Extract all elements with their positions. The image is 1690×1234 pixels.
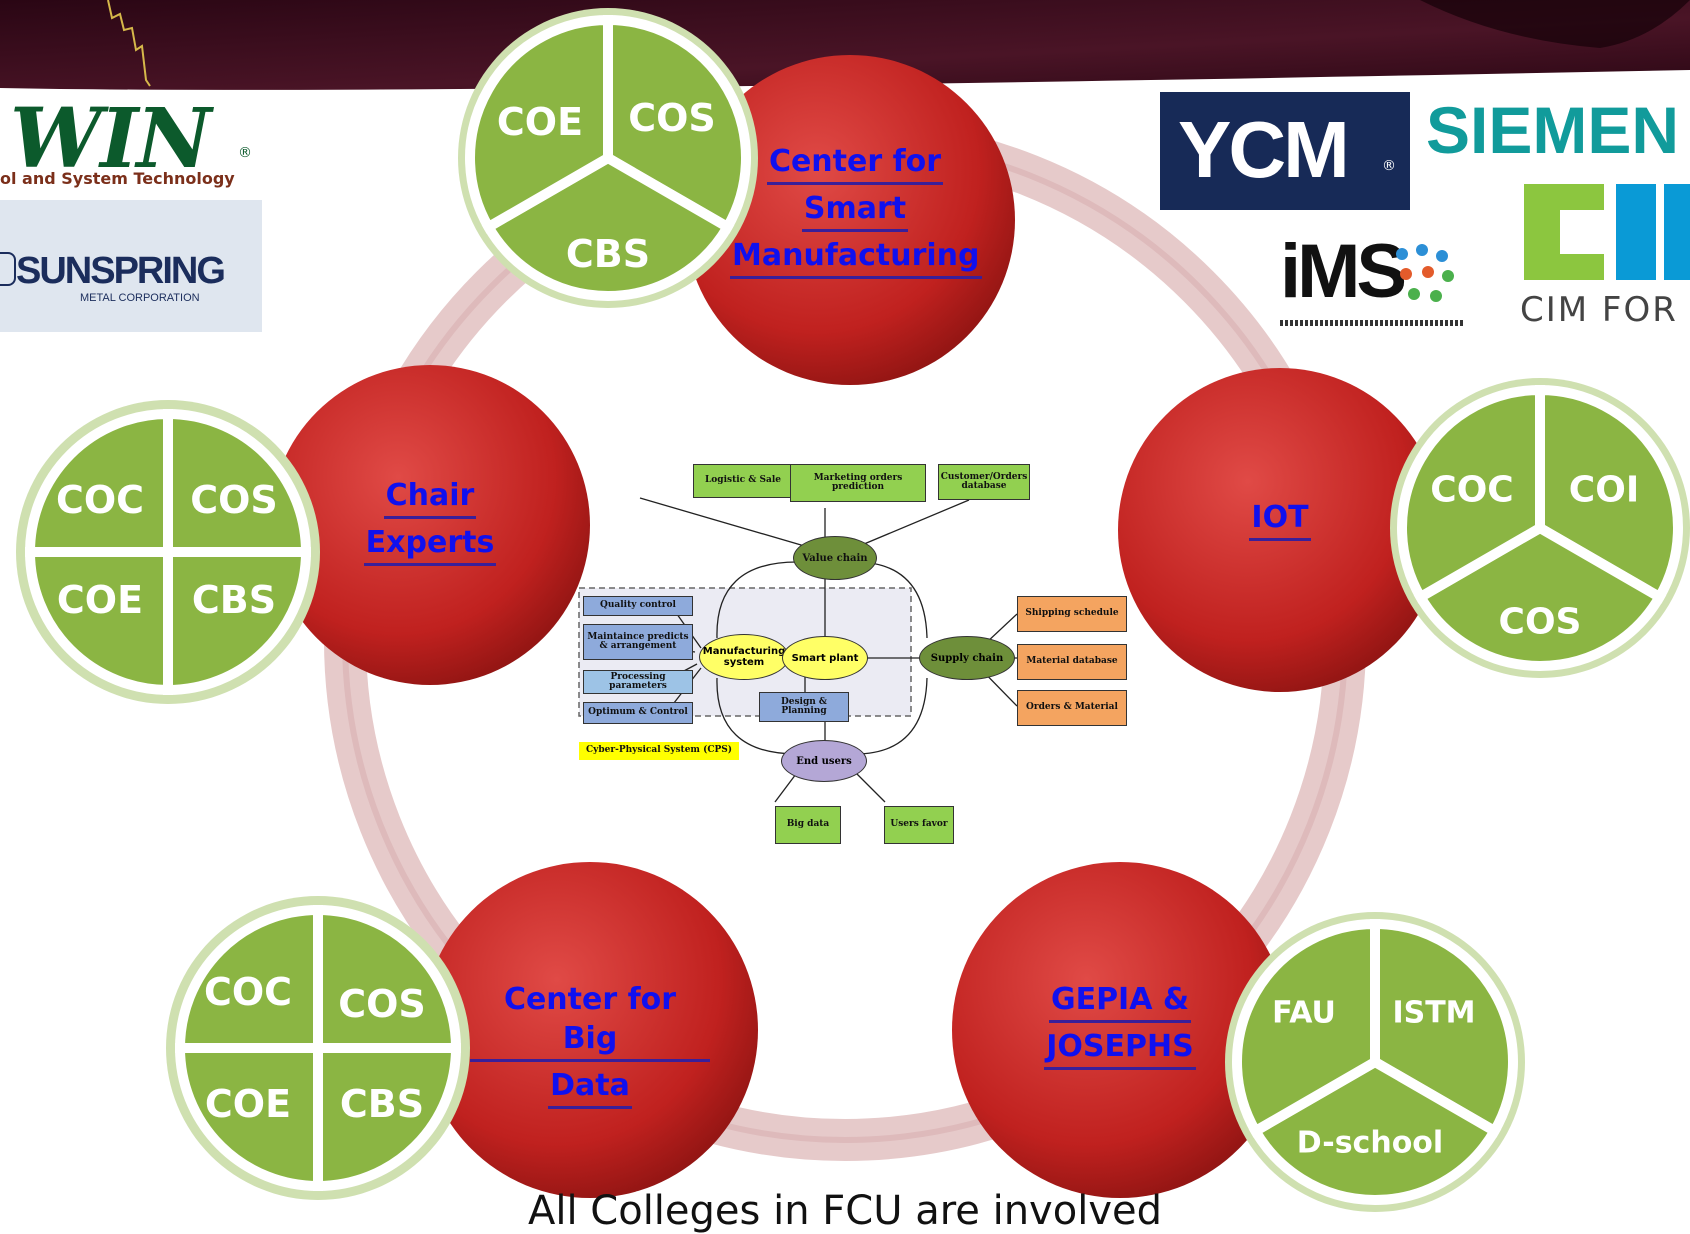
hub-label-gepia[interactable]: GEPIA &JOSEPHS — [1030, 978, 1210, 1072]
bigdata-seg-3: COE — [204, 1082, 292, 1126]
users-favor-box: Users favor — [884, 806, 954, 844]
end-users-oval: End users — [781, 740, 867, 782]
left-box-4: Optimum & Control — [583, 702, 693, 724]
chair-seg-1: COC — [55, 478, 145, 522]
siemens-logo: SIEMEN — [1426, 93, 1680, 167]
iot-seg-2: COI — [1568, 469, 1640, 511]
right-box-1: Shipping schedule — [1017, 596, 1127, 632]
caption: All Colleges in FCU are involved — [527, 1188, 1162, 1234]
cim-logo: CIM FOR — [1520, 180, 1690, 340]
logistic-box: Logistic & Sale — [693, 464, 793, 498]
smart-seg-2: COS — [628, 96, 716, 140]
value-chain-oval: Value chain — [793, 536, 877, 580]
cluster-gepia — [1225, 912, 1525, 1212]
supply-chain-oval: Supply chain — [919, 636, 1015, 680]
hiwin-logo: WIN ® ol and System Technology — [0, 95, 262, 195]
bigdata-seg-2: COS — [338, 982, 426, 1026]
marketing-box: Marketing orders prediction — [790, 464, 926, 502]
customer-box: Customer/Orders database — [938, 464, 1030, 500]
chair-seg-4: CBS — [191, 578, 277, 622]
smart-seg-1: COE — [496, 100, 584, 144]
sunspring-logo: SUNSPRING METAL CORPORATION — [0, 200, 262, 332]
cps-label: Cyber-Physical System (CPS) — [579, 742, 739, 760]
bigdata-seg-4: CBS — [339, 1082, 425, 1126]
chair-seg-2: COS — [190, 478, 278, 522]
cluster-smart — [458, 8, 758, 308]
bigdata-seg-1: COC — [203, 970, 293, 1014]
gepia-seg-2: ISTM — [1392, 995, 1476, 1031]
cluster-iot — [1390, 378, 1690, 678]
right-box-2: Material database — [1017, 644, 1127, 680]
big-data-box: Big data — [775, 806, 841, 844]
iot-seg-3: COS — [1498, 601, 1582, 643]
iot-seg-1: COC — [1430, 469, 1514, 511]
chair-seg-3: COE — [56, 578, 144, 622]
left-box-3: Processing parameters — [583, 670, 693, 694]
ims-logo: iMS — [1272, 222, 1472, 337]
hub-smart-circle — [685, 55, 1015, 385]
left-box-1: Quality control — [583, 596, 693, 616]
ycm-logo: YCM ® — [1160, 92, 1410, 210]
hub-label-iot[interactable]: IOT — [1200, 496, 1360, 543]
hub-bigdata-circle — [422, 862, 758, 1198]
gepia-seg-1: FAU — [1272, 995, 1336, 1031]
hub-gepia-circle — [952, 862, 1288, 1198]
hub-iot-circle — [1118, 368, 1442, 692]
right-box-3: Orders & Material — [1017, 690, 1127, 726]
manufacturing-oval: Manufacturing system — [699, 634, 789, 680]
gepia-seg-3: D-school — [1296, 1125, 1444, 1161]
design-box: Design & Planning — [759, 692, 849, 722]
cps-diagram: Logistic & Sale Marketing orders predict… — [575, 464, 1135, 848]
cluster-chair — [16, 400, 320, 704]
left-box-2: Maintaince predicts & arrangement — [583, 624, 693, 660]
smart-seg-3: CBS — [565, 232, 651, 276]
hub-chair-circle — [270, 365, 590, 685]
smart-plant-oval: Smart plant — [782, 636, 868, 680]
cluster-bigdata — [166, 896, 470, 1200]
